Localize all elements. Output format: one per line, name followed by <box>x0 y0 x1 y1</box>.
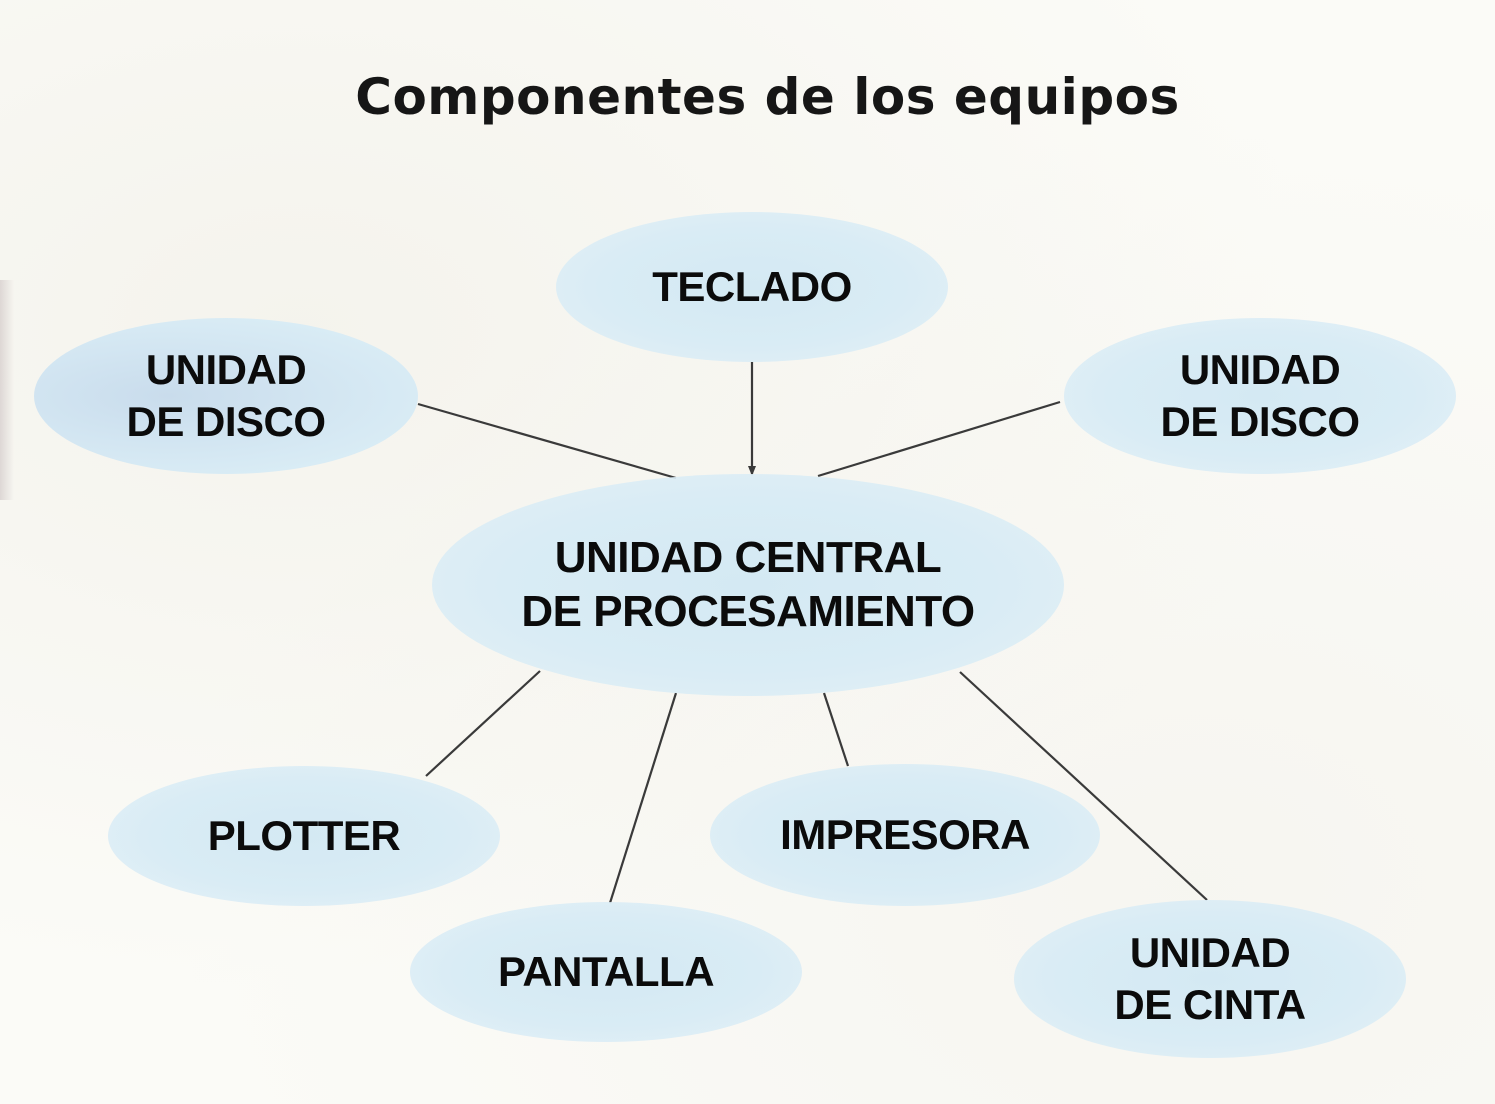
node-keyboard: TECLADO <box>556 212 948 362</box>
node-screen: PANTALLA <box>410 902 802 1042</box>
node-keyboard-label: TECLADO <box>652 263 852 310</box>
connector-plotter <box>425 670 541 777</box>
node-disk-right: UNIDAD DE DISCO <box>1064 318 1456 474</box>
keyboard-arrow-tip <box>748 466 756 476</box>
connector-tape <box>959 671 1208 901</box>
node-tape-unit-label: UNIDAD DE CINTA <box>1114 929 1306 1028</box>
page-edge-shadow <box>0 280 14 500</box>
node-disk-left: UNIDAD DE DISCO <box>34 318 418 474</box>
connector-printer <box>822 692 850 767</box>
node-central-processing-unit-label: UNIDAD CENTRAL DE PROCESAMIENTO <box>521 533 975 636</box>
node-disk-left-label: UNIDAD DE DISCO <box>126 346 326 445</box>
node-printer: IMPRESORA <box>710 764 1100 906</box>
connector-disk-left <box>417 402 677 480</box>
node-plotter-label: PLOTTER <box>207 812 401 859</box>
node-printer-label: IMPRESORA <box>780 811 1030 858</box>
node-plotter: PLOTTER <box>108 766 500 906</box>
connector-disk-right <box>817 400 1061 478</box>
node-tape-unit: UNIDAD DE CINTA <box>1014 900 1406 1058</box>
node-screen-label: PANTALLA <box>497 948 715 995</box>
node-disk-right-label: UNIDAD DE DISCO <box>1160 346 1360 445</box>
diagram-title: Componentes de los equipos <box>355 68 1180 126</box>
connector-screen <box>608 692 678 904</box>
node-central-processing-unit: UNIDAD CENTRAL DE PROCESAMIENTO <box>432 474 1064 696</box>
